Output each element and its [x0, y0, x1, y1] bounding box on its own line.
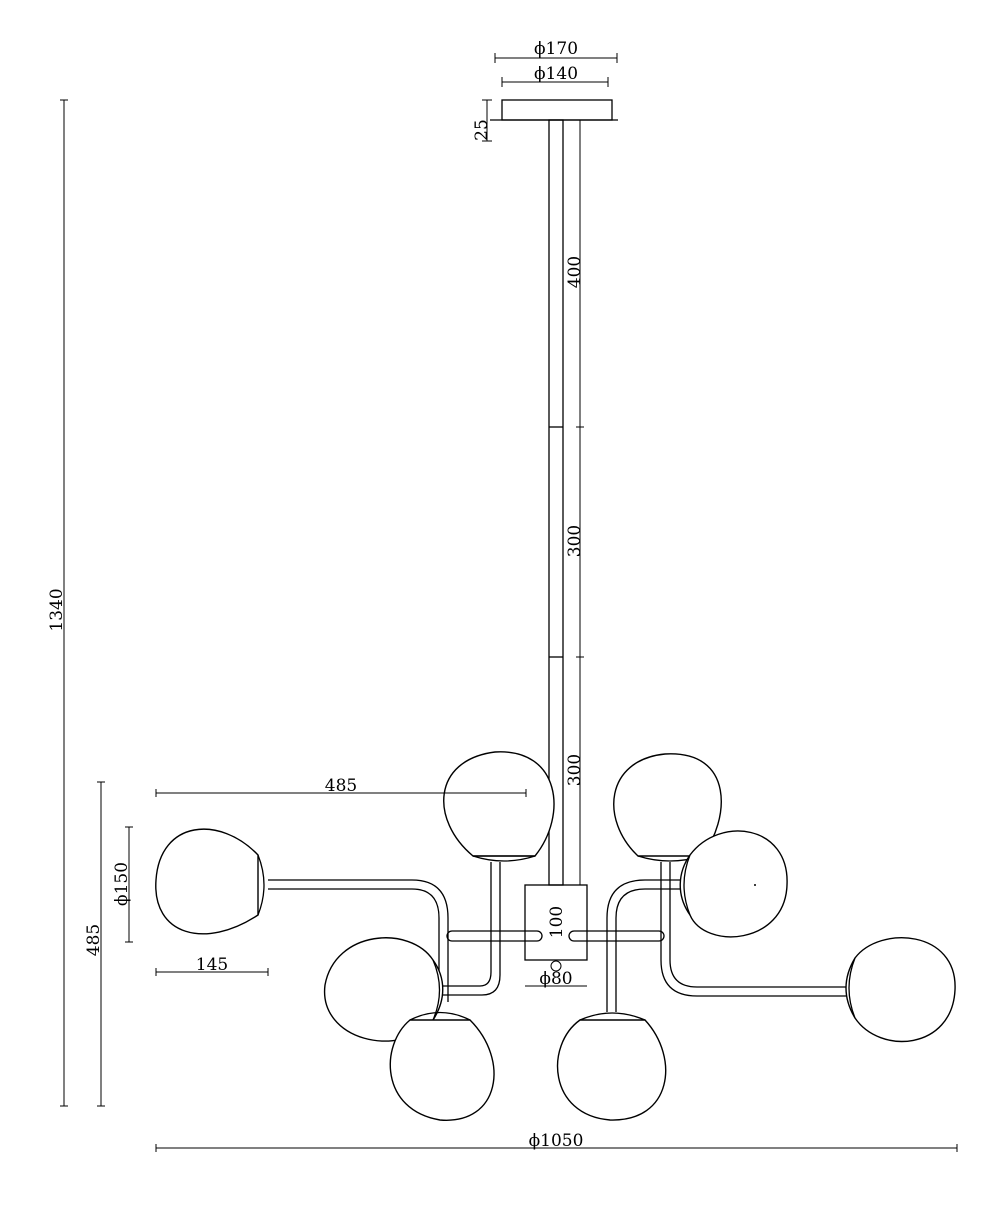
overall-diameter-label: ϕ1050 — [529, 1131, 584, 1151]
canopy-outer-diameter-label: ϕ170 — [534, 39, 578, 59]
globe-right-far — [845, 937, 956, 1043]
glass-globes — [155, 751, 956, 1121]
ceiling-canopy — [490, 99, 618, 121]
canopy-height-label: 25 — [472, 119, 492, 141]
overall-dimension-lines — [60, 99, 958, 1152]
arm-reach-label: 485 — [325, 776, 357, 796]
globe-top-left — [443, 751, 555, 862]
globe-depth-label: 145 — [196, 955, 228, 975]
globe-right-middle — [679, 830, 788, 938]
body-height-label: 485 — [84, 924, 104, 956]
canopy-dimension-lines — [482, 53, 618, 142]
globe-top-right — [613, 753, 722, 862]
globe-diameter-label: ϕ150 — [112, 862, 132, 906]
rod-segment-3-label: 300 — [565, 754, 585, 786]
central-hub — [524, 884, 588, 972]
hub-height-label: 100 — [547, 906, 567, 938]
hub-diameter-label: ϕ80 — [539, 969, 572, 989]
canopy-inner-diameter-label: ϕ140 — [534, 64, 578, 84]
total-height-label: 1340 — [47, 588, 67, 631]
chandelier-arms — [268, 862, 848, 1012]
rod-segment-2-label: 300 — [565, 525, 585, 557]
globe-left-lower — [324, 937, 444, 1042]
globe-bottom-left — [389, 1011, 495, 1121]
globe-bottom-right — [556, 1012, 667, 1121]
globe-left-far — [155, 828, 265, 935]
rod-segment-1-label: 400 — [565, 256, 585, 288]
